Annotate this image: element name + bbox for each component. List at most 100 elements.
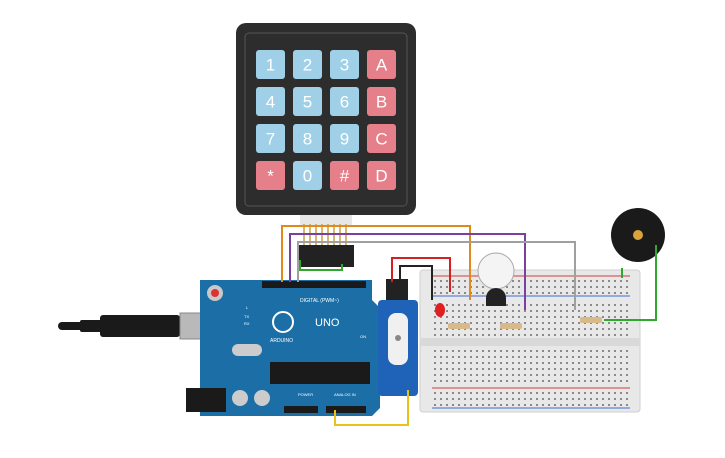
bb-hole [536, 304, 538, 306]
keypad-key-0[interactable] [293, 161, 322, 190]
bb-hole [584, 398, 586, 400]
wire-red[interactable] [391, 257, 451, 292]
bb-hole [524, 310, 526, 312]
keypad-key-1[interactable] [256, 50, 285, 79]
bb-hole [566, 356, 568, 358]
bb-hole [476, 368, 478, 370]
piezo-buzzer[interactable] [611, 208, 665, 262]
wire-purple[interactable] [289, 233, 526, 310]
bb-hole [464, 292, 466, 294]
bb-hole [506, 334, 508, 336]
bb-hole [494, 374, 496, 376]
bb-hole [518, 404, 520, 406]
keypad-key-B[interactable] [367, 87, 396, 116]
wire-yellow[interactable] [334, 390, 409, 426]
keypad-key-*[interactable] [256, 161, 285, 190]
keypad-key-8[interactable] [293, 124, 322, 153]
bb-hole [578, 404, 580, 406]
bb-hole [482, 380, 484, 382]
keypad-key-6[interactable] [330, 87, 359, 116]
bb-hole [464, 356, 466, 358]
keypad-key-2[interactable] [293, 50, 322, 79]
bb-hole [554, 398, 556, 400]
red-led[interactable] [435, 303, 445, 317]
bb-hole [458, 404, 460, 406]
keypad-key-4[interactable] [256, 87, 285, 116]
bb-hole [500, 368, 502, 370]
wire-orange[interactable] [281, 225, 471, 300]
bb-hole [476, 292, 478, 294]
bb-hole [608, 280, 610, 282]
wire-black[interactable] [399, 265, 433, 300]
bb-hole [530, 316, 532, 318]
bb-hole [494, 362, 496, 364]
keypad-key-A[interactable] [367, 50, 396, 79]
keypad-key-C[interactable] [367, 124, 396, 153]
bb-hole [518, 334, 520, 336]
keypad-key-9[interactable] [330, 124, 359, 153]
transistor[interactable] [486, 288, 506, 306]
bb-hole [614, 368, 616, 370]
bb-hole [626, 292, 628, 294]
bb-hole [614, 392, 616, 394]
bb-hole [464, 398, 466, 400]
bb-hole [614, 280, 616, 282]
bb-hole [494, 404, 496, 406]
bb-hole [530, 334, 532, 336]
bb-hole [554, 280, 556, 282]
bb-hole [608, 316, 610, 318]
bb-hole [530, 404, 532, 406]
wire-green-buzzer-2[interactable] [622, 245, 657, 321]
breadboard[interactable] [419, 269, 641, 413]
bb-hole [470, 392, 472, 394]
pir-sensor[interactable] [477, 252, 515, 290]
bb-hole [626, 398, 628, 400]
keypad-key-label: * [267, 167, 274, 186]
bb-hole [614, 398, 616, 400]
model-label: UNO [315, 317, 340, 329]
bb-hole [566, 362, 568, 364]
arduino-uno[interactable]: DIGITAL (PWM~) ARDUINO UNO TX RX L ON PO… [58, 280, 380, 416]
bb-hole [536, 392, 538, 394]
l-label: L [246, 305, 249, 310]
bb-hole [500, 362, 502, 364]
bb-hole [620, 404, 622, 406]
keypad-key-5[interactable] [293, 87, 322, 116]
keypad-key-#[interactable] [330, 161, 359, 190]
keypad-key-D[interactable] [367, 161, 396, 190]
wire-green-bundle[interactable] [299, 260, 343, 271]
keypad-key-3[interactable] [330, 50, 359, 79]
wire-gray[interactable] [297, 241, 576, 310]
bb-hole [512, 374, 514, 376]
bb-hole [608, 374, 610, 376]
resistor-1[interactable] [448, 323, 470, 329]
power-label: POWER [298, 392, 313, 397]
breadboard-components[interactable] [435, 252, 602, 329]
keypad-key-label: 7 [266, 130, 275, 149]
wires[interactable] [281, 225, 657, 426]
bb-hole [482, 368, 484, 370]
bb-hole [542, 280, 544, 282]
bb-hole [524, 328, 526, 330]
bb-hole [614, 356, 616, 358]
bb-center-channel [420, 338, 640, 346]
bb-hole [614, 334, 616, 336]
bb-hole [440, 292, 442, 294]
keypad-connector [298, 245, 354, 267]
bb-hole [620, 334, 622, 336]
bb-hole [620, 322, 622, 324]
bb-hole [584, 356, 586, 358]
bb-hole [602, 380, 604, 382]
servo-motor[interactable] [378, 279, 418, 396]
bb-hole [614, 286, 616, 288]
keypad-key-7[interactable] [256, 124, 285, 153]
arduino-logo-icon [272, 311, 294, 333]
bb-hole [470, 398, 472, 400]
bb-hole [464, 380, 466, 382]
bb-hole [566, 392, 568, 394]
resistor-3[interactable] [580, 317, 602, 323]
resistor-2[interactable] [500, 323, 522, 329]
bb-hole [440, 328, 442, 330]
